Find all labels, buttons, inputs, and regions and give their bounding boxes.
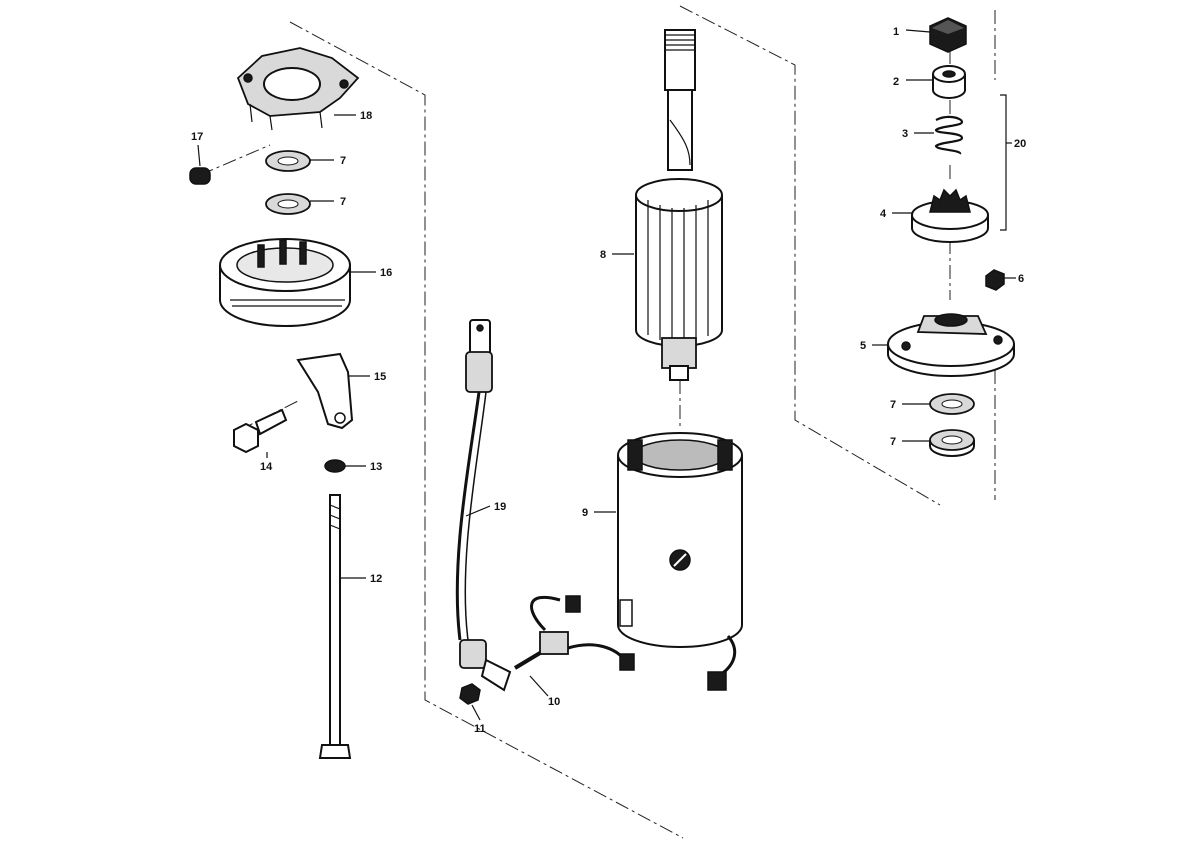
callout-7-upper-right: 7	[890, 399, 896, 411]
assembly-guide-lines	[199, 5, 996, 839]
callout-7-lower-right: 7	[890, 436, 896, 448]
part-17-screw	[189, 167, 211, 185]
part-8-armature	[635, 29, 723, 381]
part-18-end-frame-plate	[236, 47, 360, 131]
part-11-nut	[459, 683, 481, 705]
part-15-bracket	[296, 352, 354, 430]
callout-15: 15	[374, 371, 386, 383]
part-5-drive-end-frame	[887, 313, 1015, 377]
callout-17: 17	[191, 131, 203, 143]
part-9-field-frame	[617, 432, 743, 691]
callout-labels: 1 2 3 4 5 6 7 7 7 7 8 9 10 11 12 13 14 1…	[191, 26, 1026, 735]
part-7-washer-lower-left	[265, 193, 311, 215]
callout-1: 1	[893, 26, 899, 38]
callout-3: 3	[902, 128, 908, 140]
part-13-nut	[324, 459, 346, 473]
callout-7-upper-left: 7	[340, 155, 346, 167]
part-7-washer-upper-right	[929, 393, 975, 415]
callout-18: 18	[360, 110, 372, 122]
callout-8: 8	[600, 249, 606, 261]
callout-2: 2	[893, 76, 899, 88]
part-10-brush-assembly	[513, 595, 635, 671]
callout-6: 6	[1018, 273, 1024, 285]
part-2-collar	[932, 65, 966, 99]
part-3-spring	[934, 115, 964, 156]
callout-13: 13	[370, 461, 382, 473]
callout-16: 16	[380, 267, 392, 279]
callout-20: 20	[1014, 138, 1026, 150]
callout-14: 14	[260, 461, 273, 473]
leader-lines	[197, 29, 1016, 721]
part-12-through-bolt	[318, 494, 352, 759]
callout-4: 4	[880, 208, 887, 220]
callout-12: 12	[370, 573, 382, 585]
callout-9: 9	[582, 507, 588, 519]
part-7-washer-lower-right	[929, 429, 975, 457]
part-7-washer-upper-left	[265, 150, 311, 172]
callout-19: 19	[494, 501, 506, 513]
part-19-lead-wire	[455, 319, 512, 692]
part-20-group-bracket	[1000, 94, 1012, 231]
callout-7-lower-left: 7	[340, 196, 346, 208]
callout-11: 11	[474, 723, 486, 735]
part-6-nut	[985, 269, 1005, 291]
part-4-drive-pinion	[911, 188, 989, 243]
part-14-bolt	[233, 408, 288, 454]
part-1-cap-nut	[929, 17, 967, 53]
callout-5: 5	[860, 340, 866, 352]
callout-10: 10	[548, 696, 560, 708]
part-16-brush-holder-ring	[219, 238, 351, 327]
